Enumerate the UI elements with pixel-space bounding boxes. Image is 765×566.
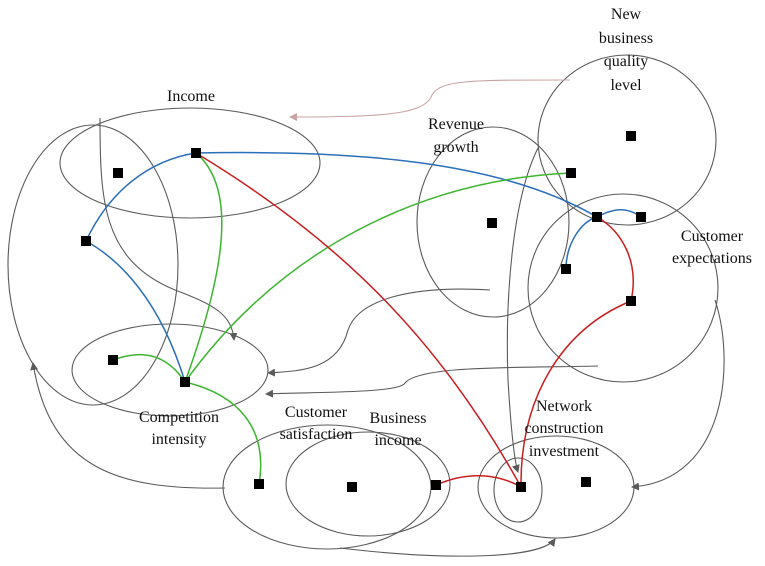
label-business-income-2: income bbox=[374, 432, 421, 449]
node-revenue-center bbox=[487, 218, 497, 228]
red-link-income-to-network bbox=[195, 152, 522, 488]
node-network-right bbox=[581, 477, 591, 487]
green-link-income-to-competition bbox=[184, 152, 223, 383]
blue-link-income-to-expectations bbox=[195, 151, 598, 218]
node-competition-center bbox=[180, 377, 190, 387]
connector-expect-to-network bbox=[631, 299, 725, 491]
label-new-business-3: quality bbox=[604, 53, 648, 70]
blue-link-income-to-left bbox=[85, 152, 197, 242]
node-business-right bbox=[431, 480, 441, 490]
node-expectations-c bbox=[561, 264, 571, 274]
new-business-quality-ellipse bbox=[537, 54, 717, 226]
connector-satisfaction-to-network bbox=[339, 538, 556, 557]
label-customer-satisfaction-2: satisfaction bbox=[280, 426, 353, 443]
node-business-center bbox=[347, 482, 357, 492]
network-inner-ellipse bbox=[493, 457, 543, 523]
income-left-ellipse bbox=[7, 124, 179, 406]
label-customer-expectations-2: expectations bbox=[672, 250, 752, 267]
node-network-inner bbox=[516, 482, 526, 492]
red-link-node-to-network bbox=[520, 300, 632, 488]
node-expectations-d bbox=[626, 296, 636, 306]
node-revenue-top bbox=[566, 168, 576, 178]
label-competition-intensity-2: intensity bbox=[151, 431, 206, 448]
node-income-center bbox=[191, 148, 201, 158]
business-income-ellipse bbox=[285, 431, 451, 537]
connector-revenue-to-competition bbox=[267, 288, 491, 377]
label-network-investment-3: investment bbox=[529, 443, 600, 460]
node-competition-left bbox=[108, 355, 118, 365]
connector-quality-to-income bbox=[289, 79, 571, 121]
label-customer-expectations-1: Customer bbox=[681, 228, 744, 245]
node-left-region bbox=[81, 236, 91, 246]
revenue-growth-ellipse bbox=[416, 126, 570, 318]
competition-intensity-ellipse bbox=[71, 323, 269, 417]
label-customer-satisfaction-1: Customer bbox=[285, 404, 348, 421]
label-new-business-2: business bbox=[599, 30, 653, 47]
red-link-expect-to-node bbox=[596, 216, 634, 302]
label-revenue-growth-2: growth bbox=[433, 139, 478, 156]
label-new-business-1: New bbox=[611, 6, 642, 23]
node-expectations-a bbox=[592, 212, 602, 222]
customer-expectations-ellipse bbox=[527, 193, 719, 383]
connector-expect-to-competition bbox=[265, 365, 599, 398]
node-quality bbox=[626, 131, 636, 141]
green-link-competition-to-satisfaction bbox=[184, 381, 262, 485]
blue-link-left-to-competition bbox=[85, 240, 186, 383]
label-business-income-1: Business bbox=[370, 410, 427, 427]
connector-income-to-competition bbox=[99, 117, 238, 341]
connector-income-left-loop bbox=[30, 362, 226, 489]
node-satisfaction bbox=[254, 479, 264, 489]
label-revenue-growth-1: Revenue bbox=[428, 116, 484, 133]
label-competition-intensity-1: Competition bbox=[139, 409, 219, 426]
red-link-business-to-network bbox=[435, 475, 522, 488]
label-income: Income bbox=[167, 88, 215, 105]
node-income-left bbox=[113, 168, 123, 178]
node-expectations-b bbox=[636, 212, 646, 222]
label-new-business-4: level bbox=[610, 77, 642, 94]
label-network-investment-2: construction bbox=[524, 420, 603, 437]
green-link-competition-to-revenue bbox=[184, 172, 571, 383]
connector-revenue-to-network bbox=[506, 147, 539, 473]
income-ellipse bbox=[59, 107, 321, 219]
label-network-investment-1: Network bbox=[536, 398, 592, 415]
green-link-node-to-competition bbox=[112, 353, 186, 383]
